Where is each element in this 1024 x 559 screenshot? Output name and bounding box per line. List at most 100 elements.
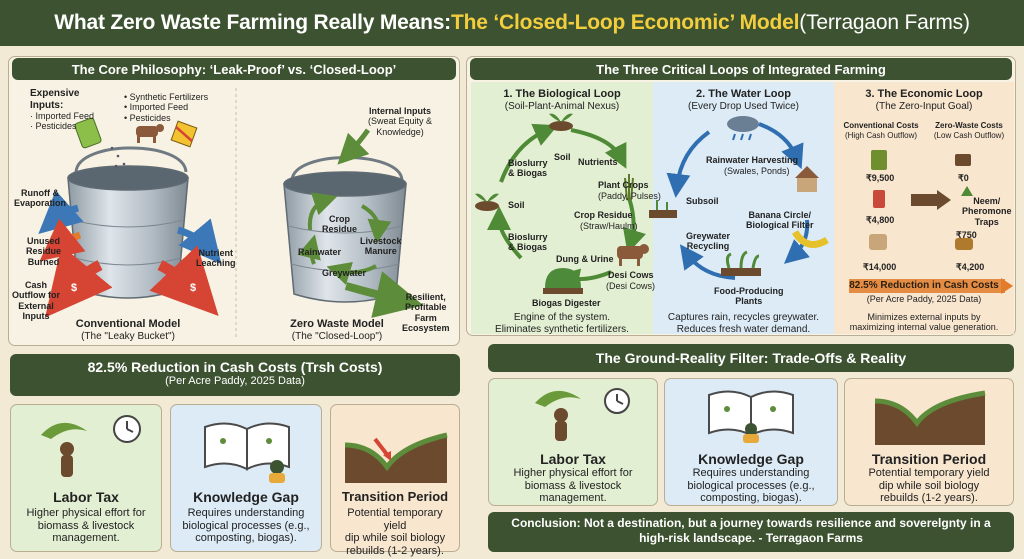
- conventional-model-title: Conventional Model: [75, 318, 181, 330]
- loops-art: [475, 113, 1013, 294]
- food-line: Plants: [735, 296, 763, 307]
- food-line: Food-Producing: [714, 286, 784, 296]
- open-book-icon: [708, 390, 794, 443]
- bio-cows: Desi Cows: [608, 270, 654, 280]
- cash-line: Inputs: [22, 311, 50, 322]
- conclusion-line: high-risk landscape. - Terragaon Farms: [639, 531, 863, 545]
- resilient-label: Resilient, Profitable Farm Ecosystem: [402, 292, 450, 333]
- bio-biosl1: Bioslurry & Biogas: [508, 158, 548, 179]
- water-greywater: Greywater Recycling: [686, 231, 730, 252]
- runoff-line: Evaporation: [14, 198, 67, 209]
- water-desc: Captures rain, recycles greywater. Reduc…: [653, 312, 834, 335]
- desc-line: rebuilds (1-2 years).: [346, 544, 444, 557]
- cow-icon: [617, 244, 649, 266]
- compost-bin-icon: [955, 154, 971, 166]
- desc-line: Requires understanding: [187, 507, 305, 519]
- zw-greywater: Greywater: [322, 268, 367, 278]
- desc-line: biomass & livestock: [37, 519, 135, 532]
- cloud-rain-icon: [727, 116, 759, 141]
- left-card-title: Knowledge Gap: [193, 489, 299, 505]
- reduction-sub: (Per Acre Paddy, 2025 Data): [165, 375, 305, 387]
- desc-line: biological processes (e.g.,: [182, 519, 310, 532]
- ground-reality-header: The Ground-Reality Filter: Trade-Offs & …: [488, 344, 1014, 372]
- ground-card-desc: Higher physical effort for biomass & liv…: [493, 467, 653, 505]
- left-card-desc: Potential temporary yield dip while soil…: [335, 507, 455, 558]
- biosl-line: & Biogas: [508, 168, 548, 179]
- econ-per-acre: (Per Acre Paddy, 2025 Data): [866, 294, 982, 304]
- cash-line: External: [18, 300, 54, 311]
- core-philosophy-header: The Core Philosophy: ‘Leak-Proof’ vs. ‘C…: [12, 58, 456, 80]
- biosl-line: Bioslurry: [508, 158, 548, 168]
- econ-conv-head-sub: (High Cash Outflow): [844, 131, 918, 140]
- expensive-line-2: Inputs:: [30, 99, 64, 111]
- water-loop-title: 2. The Water Loop: [696, 88, 791, 100]
- svg-text:$: $: [190, 282, 196, 294]
- econ-zw-head-sub: (Low Cash Outflow): [933, 131, 1005, 140]
- water-banana: Banana Circle/ Biological Filter: [746, 210, 814, 231]
- bio-soil-top: Soil: [554, 152, 571, 162]
- reduction-title: 82.5% Reduction in Cash Costs (Trsh Cost…: [87, 359, 383, 375]
- econ-conv-val: ₹9,500: [866, 173, 895, 183]
- water-subsoil: Subsoil: [686, 196, 719, 206]
- ground-card-title: Knowledge Gap: [698, 451, 804, 467]
- desc-line: Higher physical effort for: [513, 467, 633, 479]
- title-part1: What Zero Waste Farming Really Means:: [54, 11, 451, 34]
- nutrient-line: Leaching: [196, 258, 236, 269]
- reduction-bar: 82.5% Reduction in Cash Costs (Trsh Cost…: [10, 354, 460, 396]
- banana-icon: [791, 230, 829, 248]
- ground-card-transition: Transition Period Potential temporary yi…: [844, 378, 1014, 506]
- resilient-line: Profitable: [405, 302, 447, 313]
- banana-line: Biological Filter: [746, 220, 814, 231]
- zw-crop-line: Residue: [322, 224, 358, 235]
- bio-biosl2: Bioslurry & Biogas: [508, 232, 548, 253]
- desc-line: dip while soil biology: [344, 532, 446, 545]
- bio-loop-sub: (Soil-Plant-Animal Nexus): [504, 101, 620, 112]
- input-list-item: • Imported Feed: [124, 102, 189, 113]
- open-book-icon: [204, 422, 290, 483]
- econ-conv-val: ₹4,800: [866, 215, 895, 225]
- water-harvest-sub: (Swales, Ponds): [724, 166, 790, 176]
- subsoil-icon: [649, 200, 677, 218]
- expensive-inputs-label: Expensive Inputs: · Imported Feed · Pest…: [30, 88, 94, 132]
- page-title: What Zero Waste Farming Really Means: Th…: [0, 0, 1024, 46]
- biogas-digester-icon: [543, 268, 583, 294]
- bio-desc-line: Eliminates synthetic fertilizers.: [495, 323, 629, 335]
- internal-line: Internal Inputs: [369, 106, 432, 116]
- desc-line: Higher physical effort for: [26, 507, 146, 519]
- econ-desc-line: maximizing internal value generation.: [849, 322, 999, 333]
- expensive-line-3: · Imported Feed: [30, 111, 95, 121]
- econ-zw-val: ₹4,200: [956, 262, 985, 272]
- water-desc-line: Captures rain, recycles greywater.: [667, 312, 820, 323]
- water-harvest: Rainwater Harvesting: [706, 155, 799, 165]
- unused-line: Burned: [27, 256, 60, 267]
- resilient-line: Farm: [414, 312, 437, 323]
- bio-dung: Dung & Urine: [556, 254, 614, 264]
- core-philosophy-art: $ $: [38, 88, 424, 338]
- water-desc-line: Reduces fresh water demand.: [676, 323, 811, 335]
- input-list-item: • Pesticides: [124, 112, 171, 123]
- econ-loop-title: 3. The Economic Loop: [865, 88, 983, 100]
- house-icon: [795, 166, 819, 192]
- water-loop-sub: (Every Drop Used Twice): [688, 101, 799, 112]
- cow-icon: [136, 124, 164, 143]
- ground-card-labor: Labor Tax Higher physical effort for bio…: [488, 378, 658, 506]
- cash-line: Cash: [24, 280, 47, 290]
- biosl-line: & Biogas: [508, 242, 548, 253]
- farmer-biomass-icon: [535, 388, 630, 441]
- bio-loop-title: 1. The Biological Loop: [503, 88, 621, 100]
- zw-livestock-line: Manure: [364, 246, 397, 257]
- farmer-biomass-icon: [41, 415, 141, 477]
- bio-digester: Biogas Digester: [532, 298, 601, 308]
- expensive-line-4: · Pesticides: [30, 121, 77, 132]
- econ-conv-head: Conventional Costs: [843, 121, 919, 130]
- yield-dip-icon: [874, 390, 986, 445]
- fertilizer-bag-icon: [871, 150, 887, 170]
- pesticide-sign-icon: [170, 120, 198, 148]
- econ-desc: Minimizes external inputs by maximizing …: [834, 312, 1014, 333]
- desc-line: Requires understanding: [692, 467, 810, 479]
- zw-crop-residue: Crop Residue: [322, 214, 357, 235]
- bio-nutrients: Nutrients: [578, 157, 618, 167]
- desc-line: Potential temporary yield: [347, 507, 443, 532]
- expensive-line-1: Expensive: [30, 88, 80, 99]
- title-part3: (Terragaon Farms): [799, 11, 970, 34]
